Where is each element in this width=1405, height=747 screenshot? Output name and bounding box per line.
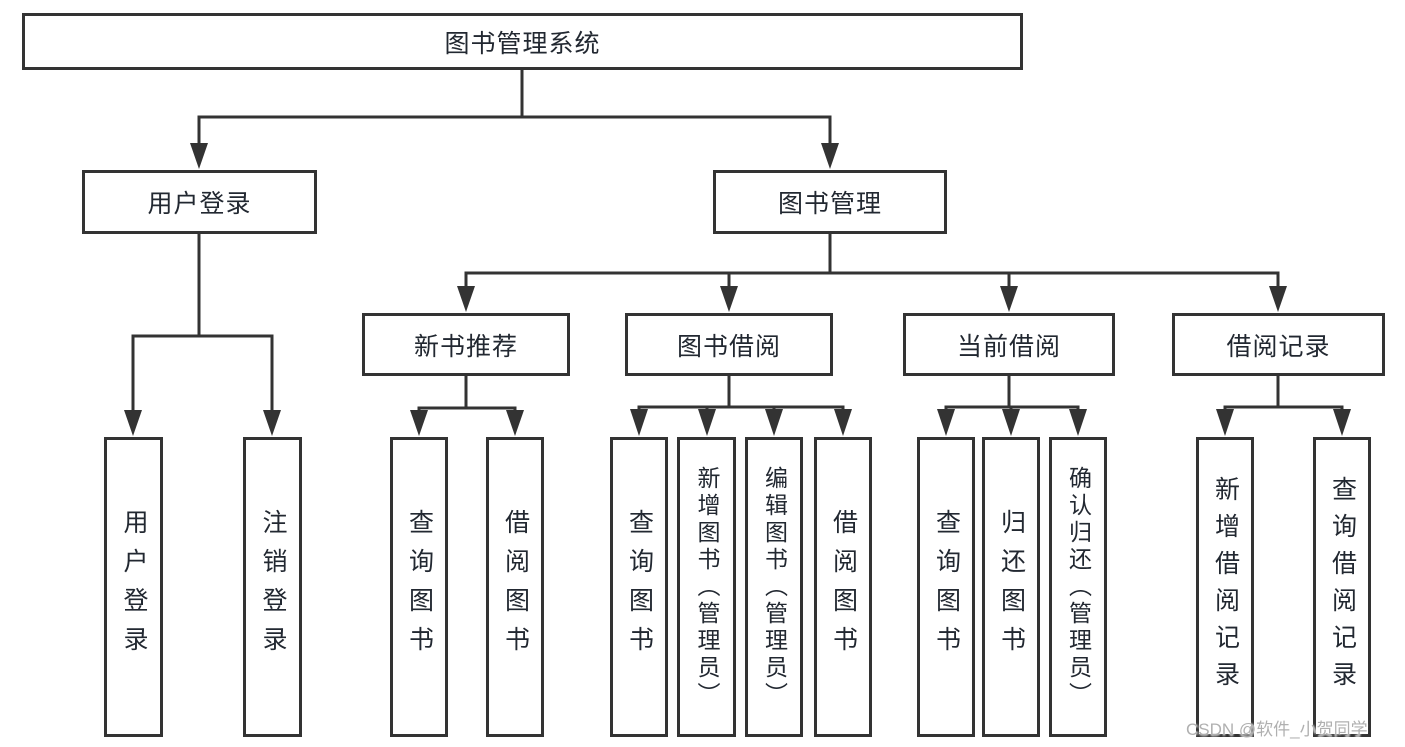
watermark: CSDN @软件_小贺同学 [1186,720,1368,739]
node-current-borrowing: 当前借阅 [903,313,1115,376]
leaf-user-login: 用户登录 [104,437,163,737]
node-label: 图书管理系统 [444,29,601,58]
leaf-edit-books-admin: 编辑图书（管理员） [745,437,803,737]
node-label: 新书推荐 [413,332,518,361]
leaf-search-books-recommend: 查询图书 [390,437,448,737]
node-new-book-recommendation: 新书推荐 [362,313,570,376]
node-book-management: 图书管理 [713,170,947,234]
node-label: 查询图书 [625,509,654,665]
node-label: 编辑图书（管理员） [761,465,788,709]
leaf-add-books-admin: 新增图书（管理员） [677,437,736,737]
node-label: 注销登录 [259,509,287,665]
leaf-search-books-current: 查询图书 [917,437,975,737]
node-book-borrowing: 图书借阅 [625,313,833,376]
node-label: 借阅记录 [1226,332,1331,361]
leaf-return-books: 归还图书 [982,437,1040,737]
node-label: 查询图书 [932,509,961,665]
node-user-login: 用户登录 [82,170,317,234]
node-label: 查询借阅记录 [1328,476,1357,698]
node-label: 当前借阅 [956,332,1061,361]
node-label: 图书借阅 [676,332,781,361]
leaf-search-books-borrowing: 查询图书 [610,437,668,737]
leaf-logout-login: 注销登录 [243,437,302,737]
node-label: 确认归还（管理员） [1065,465,1092,709]
node-label: 查询图书 [405,509,434,665]
node-label: 用户登录 [147,190,252,218]
leaf-add-borrow-record: 新增借阅记录 [1196,437,1254,737]
leaf-borrow-books-recommend: 借阅图书 [486,437,544,737]
node-label: 新增图书（管理员） [694,465,720,709]
leaf-confirm-return-admin: 确认归还（管理员） [1049,437,1107,737]
node-label: 新增借阅记录 [1211,476,1240,698]
leaf-search-borrow-record: 查询借阅记录 [1313,437,1371,737]
node-label: 图书管理 [777,190,882,218]
node-label: 归还图书 [997,509,1026,665]
node-borrowing-records: 借阅记录 [1172,313,1385,376]
node-label: 借阅图书 [829,509,858,665]
leaf-borrow-books: 借阅图书 [814,437,872,737]
node-library-management-system: 图书管理系统 [22,13,1023,70]
node-label: 用户登录 [120,509,148,665]
node-label: 借阅图书 [501,509,530,665]
